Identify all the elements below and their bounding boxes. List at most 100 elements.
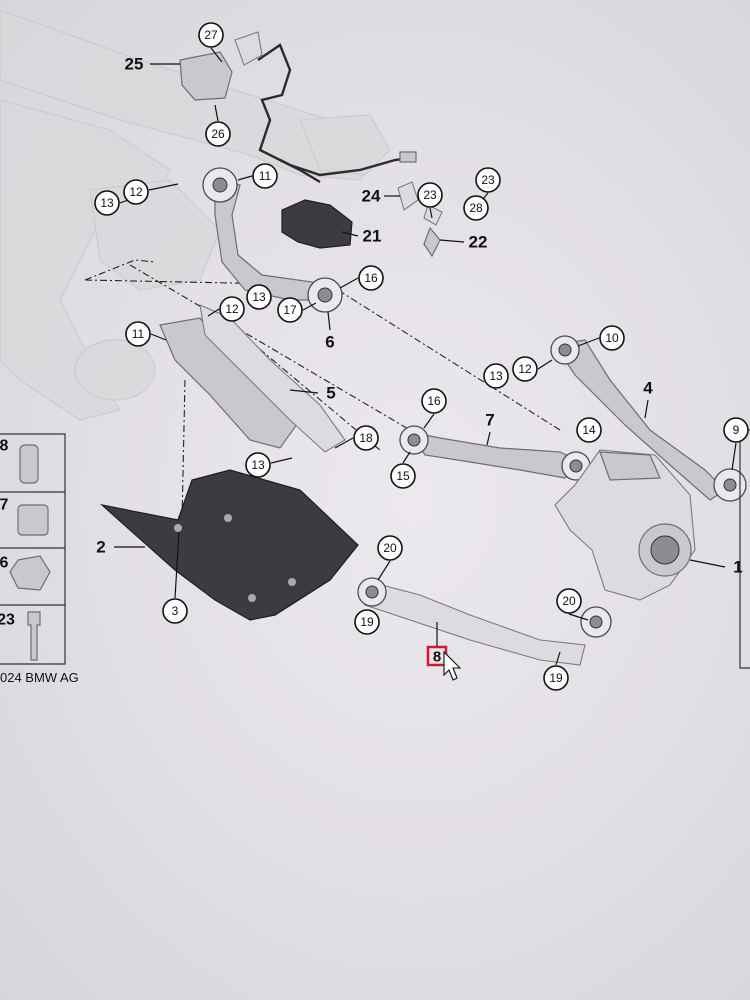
callout-circle [125,321,151,347]
callout-26[interactable]: 26 [205,104,231,147]
callout-15[interactable]: 15 [390,451,416,489]
callout-circle [463,195,489,221]
copyright-text: 024 BMW AG [0,670,79,685]
callout-12[interactable]: 12 [207,296,245,322]
part-label-4[interactable]: 4 [643,379,653,419]
callout-layer: 2726111213232328161711121318131615101213… [94,22,749,691]
part-label-21[interactable]: 21 [341,227,381,246]
callout-leader-line [402,451,411,464]
callout-13[interactable]: 13 [246,284,272,310]
callout-13[interactable]: 13 [94,190,129,216]
callout-label: 19 [549,671,563,685]
part-leader-line [689,559,726,568]
legend-number: 8 [0,438,9,455]
callout-circle [353,425,379,451]
callout-16[interactable]: 16 [339,265,384,291]
callout-circle [512,356,538,382]
callout-23[interactable]: 23 [475,167,501,206]
part-label-24[interactable]: 24 [362,187,400,206]
callout-23[interactable]: 23 [417,182,443,219]
callout-circle [475,167,501,193]
wheel-carrier [554,449,696,601]
callout-label: 11 [132,327,145,341]
shield-bolts [174,514,296,602]
part-label-25[interactable]: 25 [125,55,180,74]
control-arm-7 [399,425,591,481]
callout-circle [543,665,569,691]
callout-18[interactable]: 18 [334,425,379,451]
part-label-6[interactable]: 6 [325,311,335,352]
callout-label: 17 [283,303,297,317]
callout-circle [246,284,272,310]
callout-12[interactable]: 12 [512,356,553,382]
callout-13[interactable]: 13 [245,452,293,478]
callout-20[interactable]: 20 [377,535,403,581]
underbody-shield [99,469,359,621]
part-leader-line [644,399,649,419]
callout-circle [358,265,384,291]
part-leader-line [439,239,465,243]
callout-label: 18 [359,431,373,445]
callout-label: 23 [423,188,437,202]
legend-number: 7 [0,497,9,514]
callout-circle [377,535,403,561]
callout-19[interactable]: 19 [543,651,569,691]
callout-13[interactable]: 13 [483,363,509,389]
part-leader-line [486,431,491,446]
callout-circle [277,297,303,323]
control-arm-5 [159,304,346,453]
part-label-5[interactable]: 5 [289,384,336,403]
callout-20[interactable]: 20 [556,588,589,621]
callout-label: 3 [172,604,179,618]
part-number: 4 [643,379,653,398]
part-leader-line [327,311,331,331]
part-leader-line [341,231,359,237]
part-number: 24 [362,187,381,206]
level-sensor-group [179,31,417,184]
callout-label: 26 [211,127,225,141]
callout-circle [483,363,509,389]
control-arm-4 [550,335,747,502]
callout-17[interactable]: 17 [277,297,317,323]
callout-label: 20 [562,594,576,608]
part-leader-line [289,389,319,394]
callout-12[interactable]: 12 [123,179,179,205]
callout-19[interactable]: 19 [354,609,380,635]
callout-10[interactable]: 10 [577,325,625,351]
callout-circle [599,325,625,351]
callout-27[interactable]: 27 [198,22,224,63]
callout-circle [421,388,447,414]
callout-leader-line [119,199,129,204]
part-label-22[interactable]: 22 [439,233,487,252]
callout-leader-line [150,333,167,341]
callout-circle [354,609,380,635]
callout-3[interactable]: 3 [162,531,188,624]
right-frame-edge [739,429,750,669]
part-label-2[interactable]: 2 [96,538,145,557]
callout-label: 27 [204,28,218,42]
callout-14[interactable]: 14 [576,417,602,443]
callout-circle [417,182,443,208]
callout-leader-line [207,308,220,317]
callout-circle [94,190,120,216]
callout-leader-line [423,413,435,429]
bracket-21 [281,199,353,249]
part-number: 2 [96,538,105,557]
part-label-1[interactable]: 1 [689,558,743,577]
legend-number: 23 [0,612,15,629]
callout-label: 13 [251,458,265,472]
callout-label: 14 [582,423,596,437]
callout-label: 20 [383,541,397,555]
callout-leader-line [174,531,180,599]
part-label-7[interactable]: 7 [485,411,495,446]
callout-11[interactable]: 11 [237,163,278,189]
mouse-cursor-icon [443,650,462,681]
callout-leader-line [334,437,354,449]
callout-16[interactable]: 16 [421,388,447,429]
callout-leader-line [568,613,589,621]
callout-9[interactable]: 9 [723,417,749,471]
callout-label: 19 [360,615,374,629]
callout-11[interactable]: 11 [125,321,167,347]
callout-28[interactable]: 28 [463,195,489,221]
